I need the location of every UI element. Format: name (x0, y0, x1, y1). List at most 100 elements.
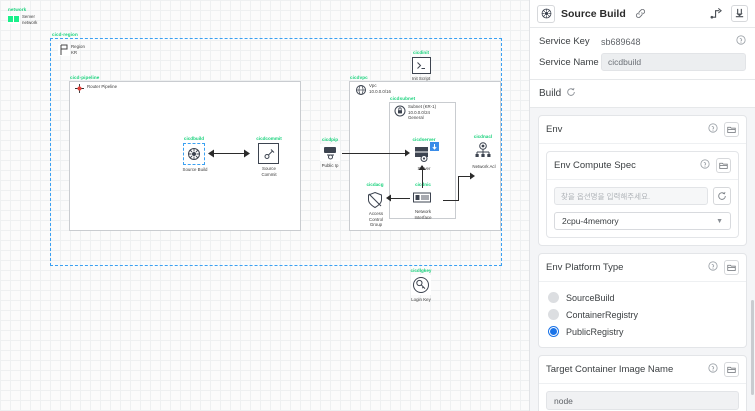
group-label-cicd-pipeline: cicd-pipeline (70, 75, 100, 80)
link-icon[interactable] (632, 5, 649, 22)
server-icon[interactable] (412, 144, 432, 164)
nacl-icon[interactable] (473, 141, 493, 162)
subnet-icon[interactable] (394, 105, 406, 117)
env-compute-spec-card: Env Compute Spec (546, 151, 739, 238)
service-key-label: Service Key (539, 36, 590, 47)
source-build-icon[interactable] (537, 4, 555, 23)
radio-label: SourceBuild (566, 292, 615, 303)
connector-nacl-h (458, 176, 472, 177)
help-icon[interactable] (708, 363, 718, 376)
env-platform-type-body: SourceBuild ContainerRegistry PublicRegi… (539, 282, 746, 347)
env-platform-type-title: Env Platform Type (546, 262, 624, 273)
folder-icon[interactable] (716, 158, 731, 173)
radio-icon[interactable] (548, 309, 559, 320)
spec-select[interactable]: 2cpu-4memory ▼ (554, 212, 731, 230)
node-caption-router-pipeline: Router Pipeline (87, 84, 118, 89)
diagram-canvas[interactable]: network Server network cicd-region Regio… (0, 0, 529, 411)
env-card-header: Env (539, 116, 746, 144)
node-caption-acg: Access Control Group (368, 211, 384, 227)
radio-label: ContainerRegistry (566, 309, 639, 320)
node-label-cicdcommit: cicdcommit (256, 136, 282, 141)
group-label-cicd-region: cicd-region (52, 32, 78, 37)
connector-nic-nacl (443, 200, 459, 201)
arrowhead-right (244, 149, 250, 158)
env-card: Env Env Compute Spec (538, 115, 747, 246)
public-ip-icon[interactable] (320, 144, 340, 161)
folder-icon[interactable] (724, 122, 739, 137)
chevron-down-icon: ▼ (716, 217, 723, 225)
build-label: Build (539, 88, 562, 99)
service-key-row: Service Key sb689648 (539, 35, 746, 48)
folder-icon[interactable] (724, 362, 739, 377)
spec-select-value: 2cpu-4memory (562, 216, 619, 226)
env-platform-type-header: Env Platform Type (539, 254, 746, 282)
arrowhead-pip-server (405, 149, 410, 157)
node-label-cicdnic: cicdnic (415, 182, 431, 187)
spec-search-row: 찾을 옵션명을 입력해주세요. (554, 187, 731, 205)
node-caption-region: Region KR (71, 44, 85, 55)
service-name-row: Service Name cicdbuild (539, 53, 746, 71)
acg-icon[interactable] (364, 189, 385, 210)
arrowhead-acg-nic (386, 194, 391, 202)
node-caption-source-commit: Source Commit (261, 166, 277, 177)
pipeline-icon[interactable] (74, 83, 85, 94)
network-icon[interactable] (8, 15, 20, 24)
refresh-icon[interactable] (713, 187, 731, 205)
service-name-input[interactable]: cicdbuild (601, 53, 746, 71)
vpc-icon[interactable] (355, 84, 367, 96)
build-block: Build (530, 80, 755, 108)
download-icon[interactable] (731, 5, 748, 22)
node-icon-source-build[interactable] (183, 143, 205, 165)
target-image-name-input[interactable]: node (546, 391, 739, 410)
badge-icon[interactable] (430, 142, 439, 151)
env-compute-spec-title: Env Compute Spec (554, 160, 636, 171)
node-caption-source-build: Source Build (182, 167, 208, 172)
key-icon[interactable] (411, 275, 431, 295)
connector-build-commit (210, 153, 246, 154)
node-caption-subnet: Subnet (KR-1) 10.0.0.0/24 General (408, 104, 437, 120)
arrowhead-left (208, 149, 214, 158)
terminal-icon[interactable] (412, 57, 431, 74)
node-icon-source-commit[interactable] (258, 143, 279, 164)
group-label-cicdvpc: cicdvpc (350, 75, 368, 80)
refresh-icon[interactable] (566, 87, 576, 100)
help-icon[interactable] (708, 261, 718, 274)
radio-option-sourcebuild[interactable]: SourceBuild (546, 289, 739, 306)
route-icon[interactable] (708, 5, 725, 22)
radio-icon[interactable] (548, 292, 559, 303)
flag-icon[interactable] (58, 44, 70, 56)
node-label-cicdnacl: cicdnacl (473, 134, 493, 139)
panel-scrollbar[interactable] (751, 300, 754, 395)
node-label-cicdlgkey: cicdlgkey (410, 268, 432, 273)
node-label-cicdinit: cicdinit (412, 50, 430, 55)
node-caption-network: Server network (22, 14, 38, 25)
spec-search-input[interactable]: 찾을 옵션명을 입력해주세요. (554, 187, 708, 205)
radio-icon-selected[interactable] (548, 326, 559, 337)
node-caption-nic: Network Interface (414, 209, 432, 220)
panel-header: Source Build (530, 0, 755, 28)
arrowhead-nacl (470, 172, 475, 180)
group-label-network: network (8, 7, 27, 12)
service-name-label: Service Name (539, 56, 599, 68)
env-card-body: Env Compute Spec (539, 144, 746, 245)
folder-icon[interactable] (724, 260, 739, 275)
help-icon[interactable] (700, 159, 710, 172)
radio-option-containerregistry[interactable]: ContainerRegistry (546, 306, 739, 323)
radio-label: PublicRegistry (566, 326, 624, 337)
target-image-name-body: node (539, 384, 746, 411)
help-icon[interactable] (708, 123, 718, 136)
radio-option-publicregistry[interactable]: PublicRegistry (546, 323, 739, 340)
connector-pip-server (342, 153, 408, 154)
connector-acg-nic (388, 198, 410, 199)
connector-nic-server (422, 166, 423, 188)
help-icon[interactable] (736, 35, 746, 48)
panel-body[interactable]: Service Key sb689648 Service Name cicdbu… (530, 28, 755, 411)
region-cicd-region[interactable] (50, 38, 502, 266)
node-label-cicdpip: cicdpip (321, 137, 339, 142)
connector-nacl-v (458, 176, 459, 200)
nic-icon[interactable] (411, 189, 433, 207)
properties-panel: Source Build Service Key sb689648 (529, 0, 755, 411)
service-block: Service Key sb689648 Service Name cicdbu… (530, 28, 755, 80)
node-label-cicdbuild: cicdbuild (183, 136, 205, 141)
